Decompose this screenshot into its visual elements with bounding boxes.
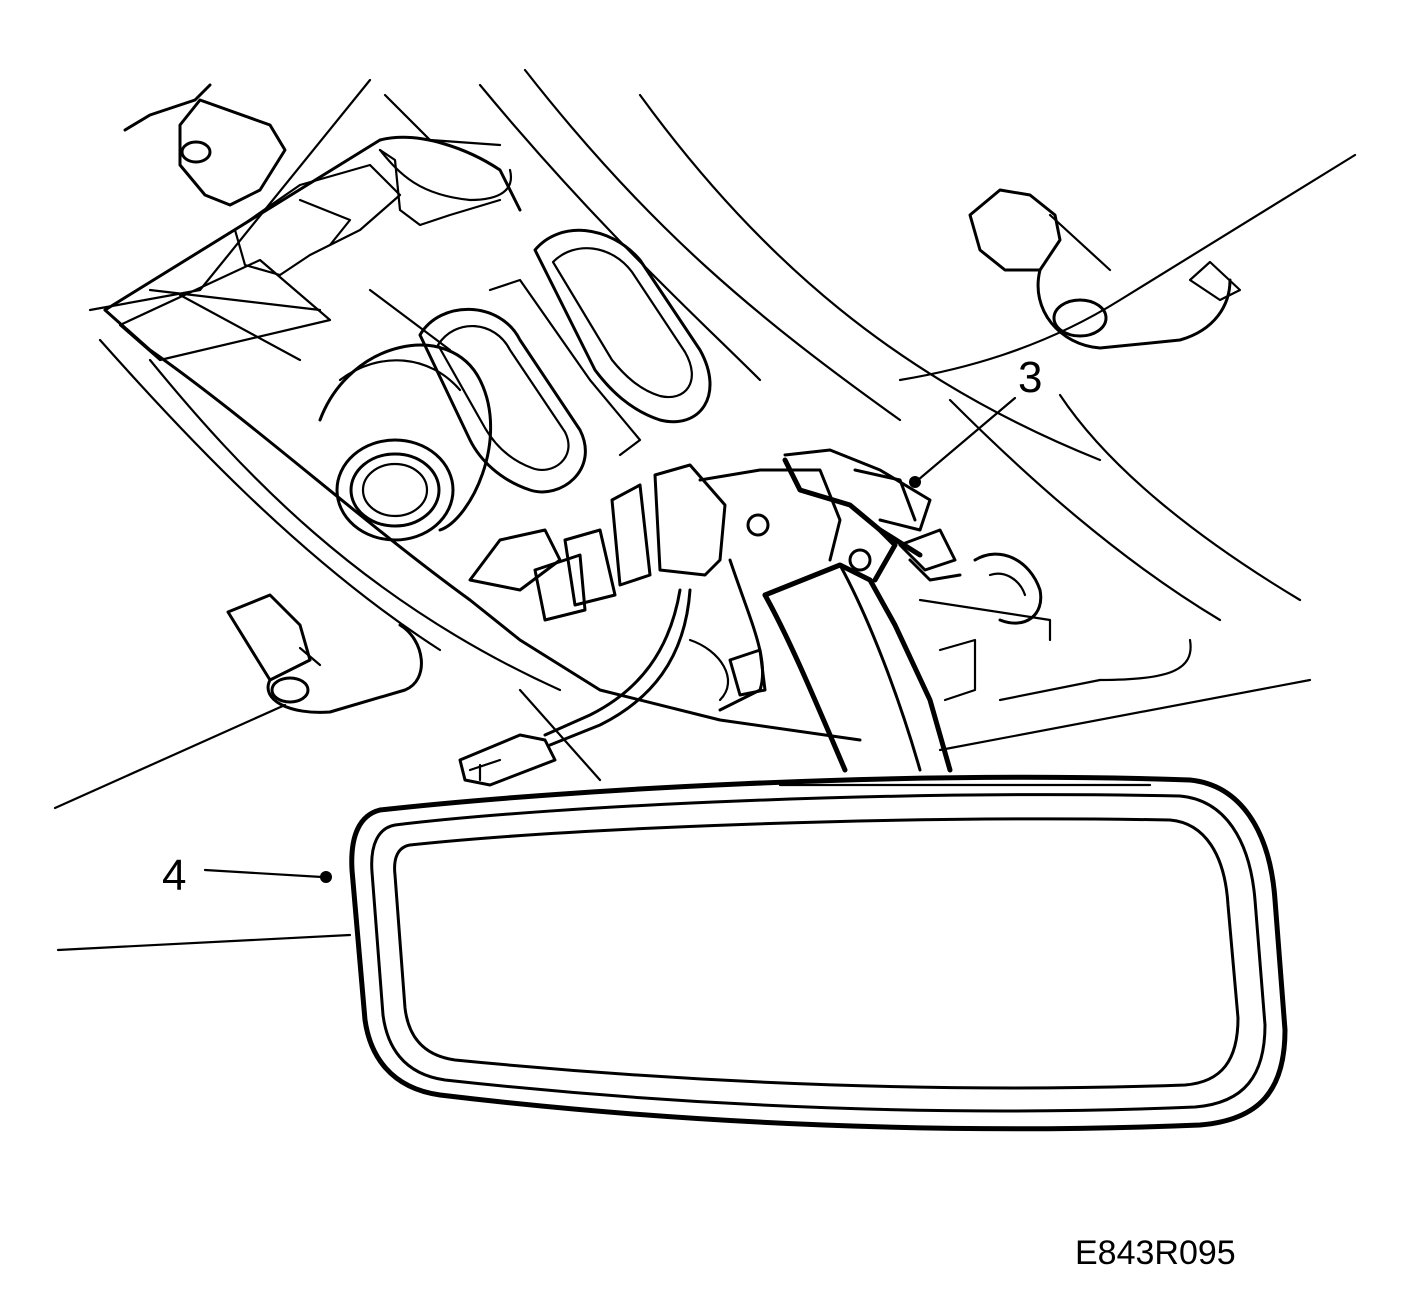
callout-4-label: 4	[162, 851, 186, 900]
callout-3-leader	[916, 396, 1017, 482]
wire-harness	[458, 588, 692, 787]
sun-visor-clip-left	[123, 83, 287, 207]
callout-3-dot	[909, 476, 921, 488]
mirror-stem	[762, 457, 953, 773]
headliner-panel	[53, 68, 1357, 952]
sun-visor-clip-right	[968, 188, 1242, 350]
mount-bracket	[468, 448, 1052, 712]
callout-4: 4	[162, 851, 332, 900]
sun-visor-clip-lower	[226, 593, 423, 714]
callout-3-label: 3	[1018, 353, 1042, 402]
rear-view-mirror	[349, 774, 1288, 1132]
callout-4-dot	[320, 871, 332, 883]
callout-4-leader	[203, 868, 324, 879]
callout-3: 3	[909, 353, 1042, 488]
overhead-console	[103, 135, 862, 742]
figure-id: E843R095	[1075, 1234, 1236, 1272]
